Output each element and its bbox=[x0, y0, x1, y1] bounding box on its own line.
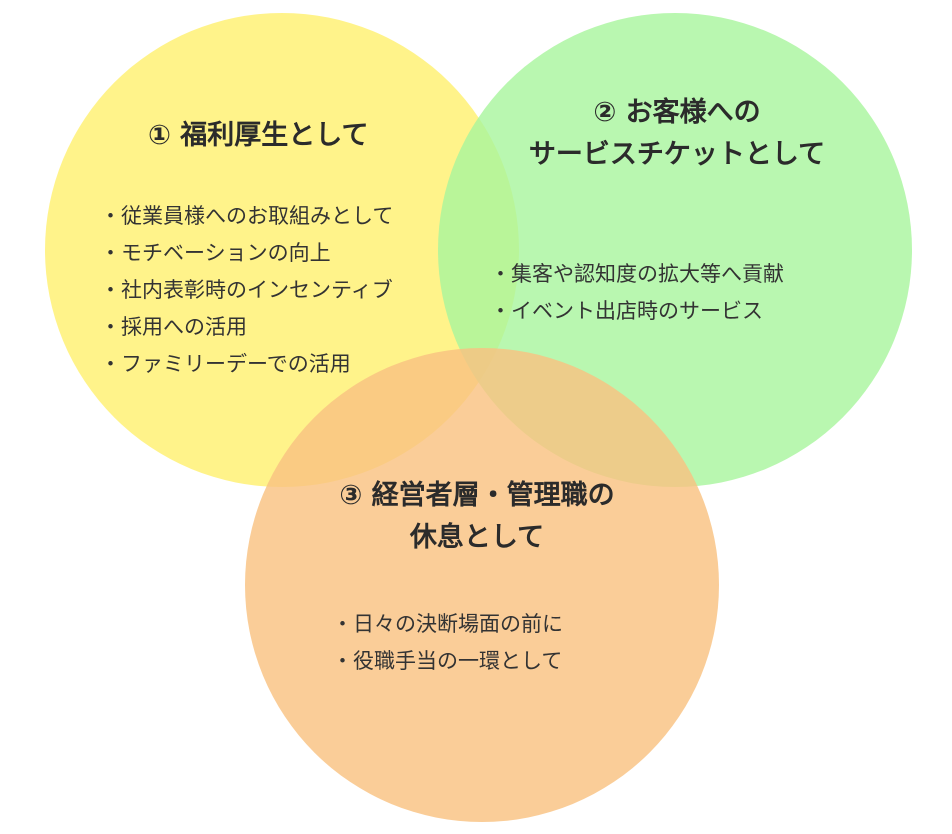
circle-1-heading: ① 福利厚生として bbox=[148, 115, 368, 157]
circle-1-heading-line: ① 福利厚生として bbox=[148, 120, 369, 151]
circle-2-heading-line: サービスチケットとして bbox=[528, 138, 826, 170]
circle-1-items: ・従業員様へのお取組みとして ・モチベーションの向上 ・社内表彰時のインセンティ… bbox=[100, 198, 393, 383]
circle-2-items: ・集客や認知度の拡大等へ貢献 ・イベント出店時のサービス bbox=[490, 256, 784, 330]
circle-2-heading: ② お客様への サービスチケットとして bbox=[502, 92, 852, 176]
list-item: ・イベント出店時のサービス bbox=[490, 299, 763, 323]
circle-executive-rest bbox=[245, 348, 719, 822]
list-item: ・役職手当の一環として bbox=[332, 649, 563, 673]
circle-2-heading-line: ② お客様への bbox=[593, 97, 761, 128]
list-item: ・採用への活用 bbox=[100, 315, 247, 339]
list-item: ・ファミリーデーでの活用 bbox=[100, 352, 351, 376]
list-item: ・従業員様へのお取組みとして bbox=[100, 204, 394, 228]
list-item: ・社内表彰時のインセンティブ bbox=[100, 278, 393, 302]
circle-3-items: ・日々の決断場面の前に ・役職手当の一環として bbox=[332, 606, 563, 680]
list-item: ・日々の決断場面の前に bbox=[332, 612, 563, 636]
list-item: ・モチベーションの向上 bbox=[100, 241, 331, 265]
list-item: ・集客や認知度の拡大等へ貢献 bbox=[490, 262, 784, 286]
circle-3-heading-line: ③ 経営者層・管理職の bbox=[339, 480, 615, 511]
circle-3-heading-line: 休息として bbox=[409, 521, 545, 553]
circle-3-heading: ③ 経営者層・管理職の 休息として bbox=[302, 475, 652, 559]
